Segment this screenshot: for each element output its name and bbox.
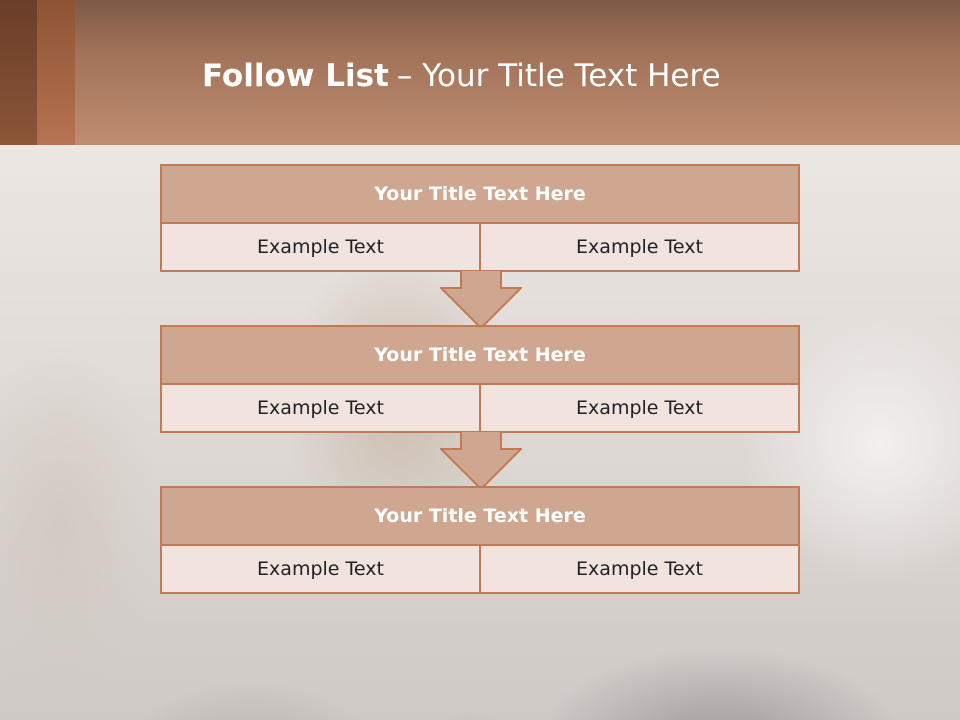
step-row: Example Text Example Text <box>162 224 798 270</box>
step-title: Your Title Text Here <box>162 327 798 385</box>
step-row: Example Text Example Text <box>162 546 798 592</box>
header-accent-stripe <box>37 0 75 145</box>
step-cell-right: Example Text <box>479 546 798 592</box>
slide-title: Follow List– Your Title Text Here <box>202 56 721 96</box>
step-box-3: Your Title Text Here Example Text Exampl… <box>160 486 800 594</box>
step-cell-left: Example Text <box>162 546 479 592</box>
step-cell-left: Example Text <box>162 385 479 431</box>
step-row: Example Text Example Text <box>162 385 798 431</box>
step-box-1: Your Title Text Here Example Text Exampl… <box>160 164 800 272</box>
slide-title-bold: Follow List <box>202 58 389 94</box>
down-arrow-icon <box>440 431 522 491</box>
step-box-2: Your Title Text Here Example Text Exampl… <box>160 325 800 433</box>
down-arrow-icon <box>440 270 522 330</box>
step-title: Your Title Text Here <box>162 166 798 224</box>
slide-title-rest: – Your Title Text Here <box>396 58 721 94</box>
header-accent-stripe <box>0 0 37 145</box>
step-cell-right: Example Text <box>479 385 798 431</box>
step-cell-right: Example Text <box>479 224 798 270</box>
step-cell-left: Example Text <box>162 224 479 270</box>
step-title: Your Title Text Here <box>162 488 798 546</box>
header-band <box>0 0 960 145</box>
